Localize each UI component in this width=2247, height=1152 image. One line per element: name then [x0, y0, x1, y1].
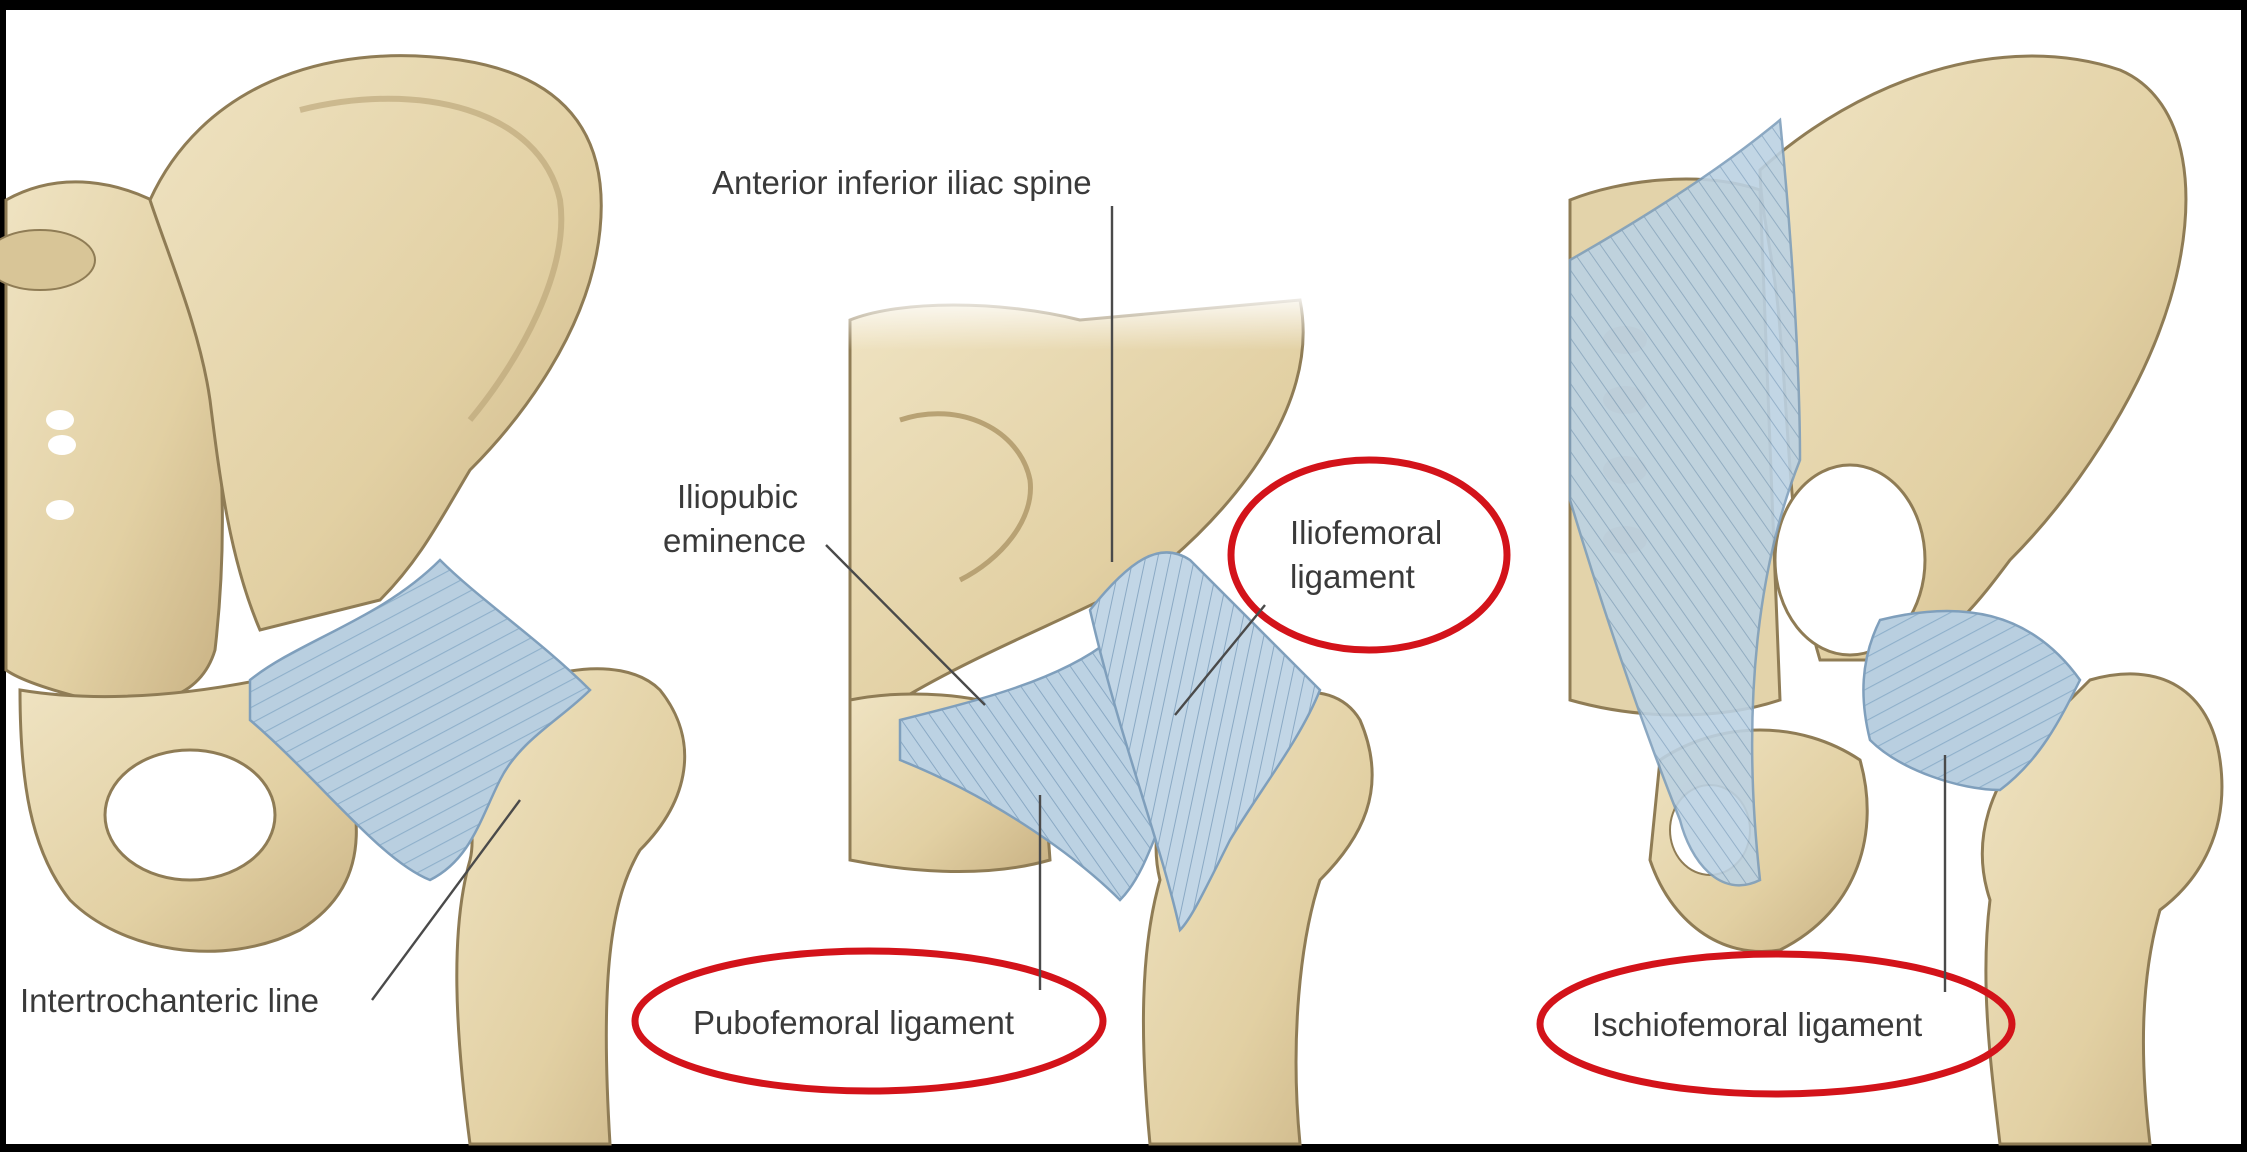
- label-eminence: eminence: [663, 522, 806, 559]
- label-iliofemoral: Iliofemoral: [1290, 514, 1442, 551]
- label-pubofemoral-ligament: Pubofemoral ligament: [693, 1004, 1014, 1041]
- label-iliopubic: Iliopubic: [677, 478, 798, 515]
- label-iliofemoral-ligament: ligament: [1290, 558, 1415, 595]
- obturator-foramen: [105, 750, 275, 880]
- label-intertrochanteric-line: Intertrochanteric line: [20, 982, 319, 1019]
- label-anterior-inferior-iliac-spine: Anterior inferior iliac spine: [712, 164, 1092, 201]
- label-ischiofemoral-ligament: Ischiofemoral ligament: [1592, 1006, 1922, 1043]
